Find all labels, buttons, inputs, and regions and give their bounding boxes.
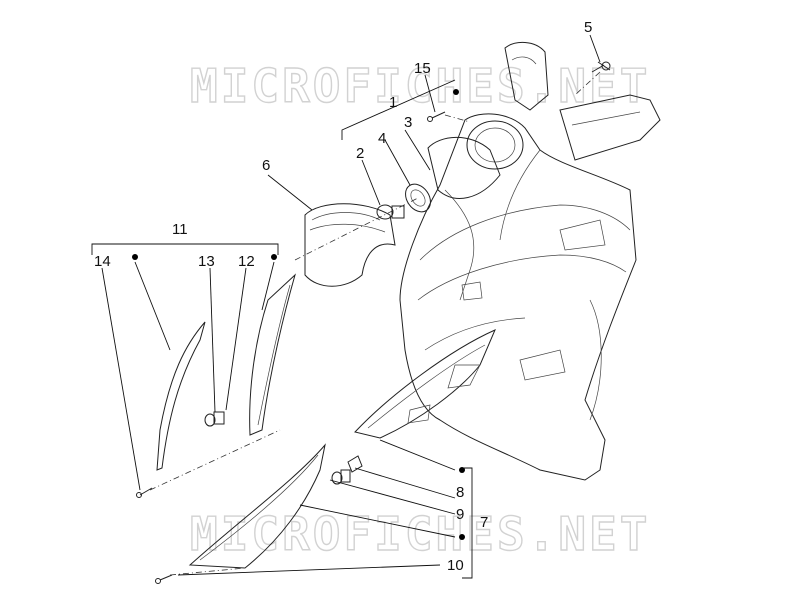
- front-shield-body: [399, 42, 661, 481]
- label-12: 12: [238, 253, 255, 270]
- watermark-top: MICROFICHES.NET: [190, 59, 650, 113]
- left-trim-strip: [156, 321, 206, 471]
- lower-turn-signal-lens: [188, 443, 326, 569]
- label-3: 3: [404, 114, 412, 131]
- assembly-line-5: [574, 71, 601, 96]
- label-6: 6: [262, 157, 270, 174]
- label-14: 14: [94, 253, 111, 270]
- label-8: 8: [456, 484, 464, 501]
- screw-15: [427, 111, 446, 122]
- bulb-13: [204, 411, 225, 427]
- screw-5: [591, 61, 611, 73]
- screw-14: [136, 487, 153, 498]
- label-13: 13: [198, 253, 215, 270]
- assembly-line-14: [149, 429, 281, 491]
- watermark-bottom: MICROFICHES.NET: [190, 507, 650, 561]
- group-bracket-1: [341, 79, 456, 140]
- label-4: 4: [378, 130, 386, 147]
- label-11: 11: [172, 221, 188, 238]
- ref-dot-8: [459, 467, 465, 473]
- ref-dot-12: [271, 254, 277, 260]
- group-bracket-11: [91, 243, 279, 255]
- ref-dot-1: [453, 89, 459, 95]
- bulb-holder-8: [347, 455, 363, 473]
- bulb-socket: [405, 183, 431, 213]
- headlight-bulb: [376, 204, 405, 220]
- left-turn-signal-lens: [249, 273, 296, 436]
- label-15: 15: [414, 60, 431, 77]
- label-9: 9: [456, 506, 464, 523]
- headlight-lens: [304, 203, 396, 287]
- ref-dot-9: [459, 534, 465, 540]
- label-2: 2: [356, 145, 364, 162]
- assembly-line-lamp: [294, 197, 419, 261]
- screw-10: [155, 574, 173, 584]
- headlight-mount-ring: [427, 120, 524, 199]
- side-trim-lens: [354, 329, 496, 439]
- ref-dot-14: [132, 254, 138, 260]
- label-1: 1: [389, 94, 397, 111]
- label-5: 5: [584, 19, 592, 36]
- label-10: 10: [447, 557, 464, 574]
- label-7: 7: [480, 514, 488, 531]
- bulb-9: [331, 469, 351, 485]
- group-bracket-7: [462, 467, 473, 579]
- assembly-line-15: [444, 114, 471, 123]
- leader-lines: [101, 34, 601, 576]
